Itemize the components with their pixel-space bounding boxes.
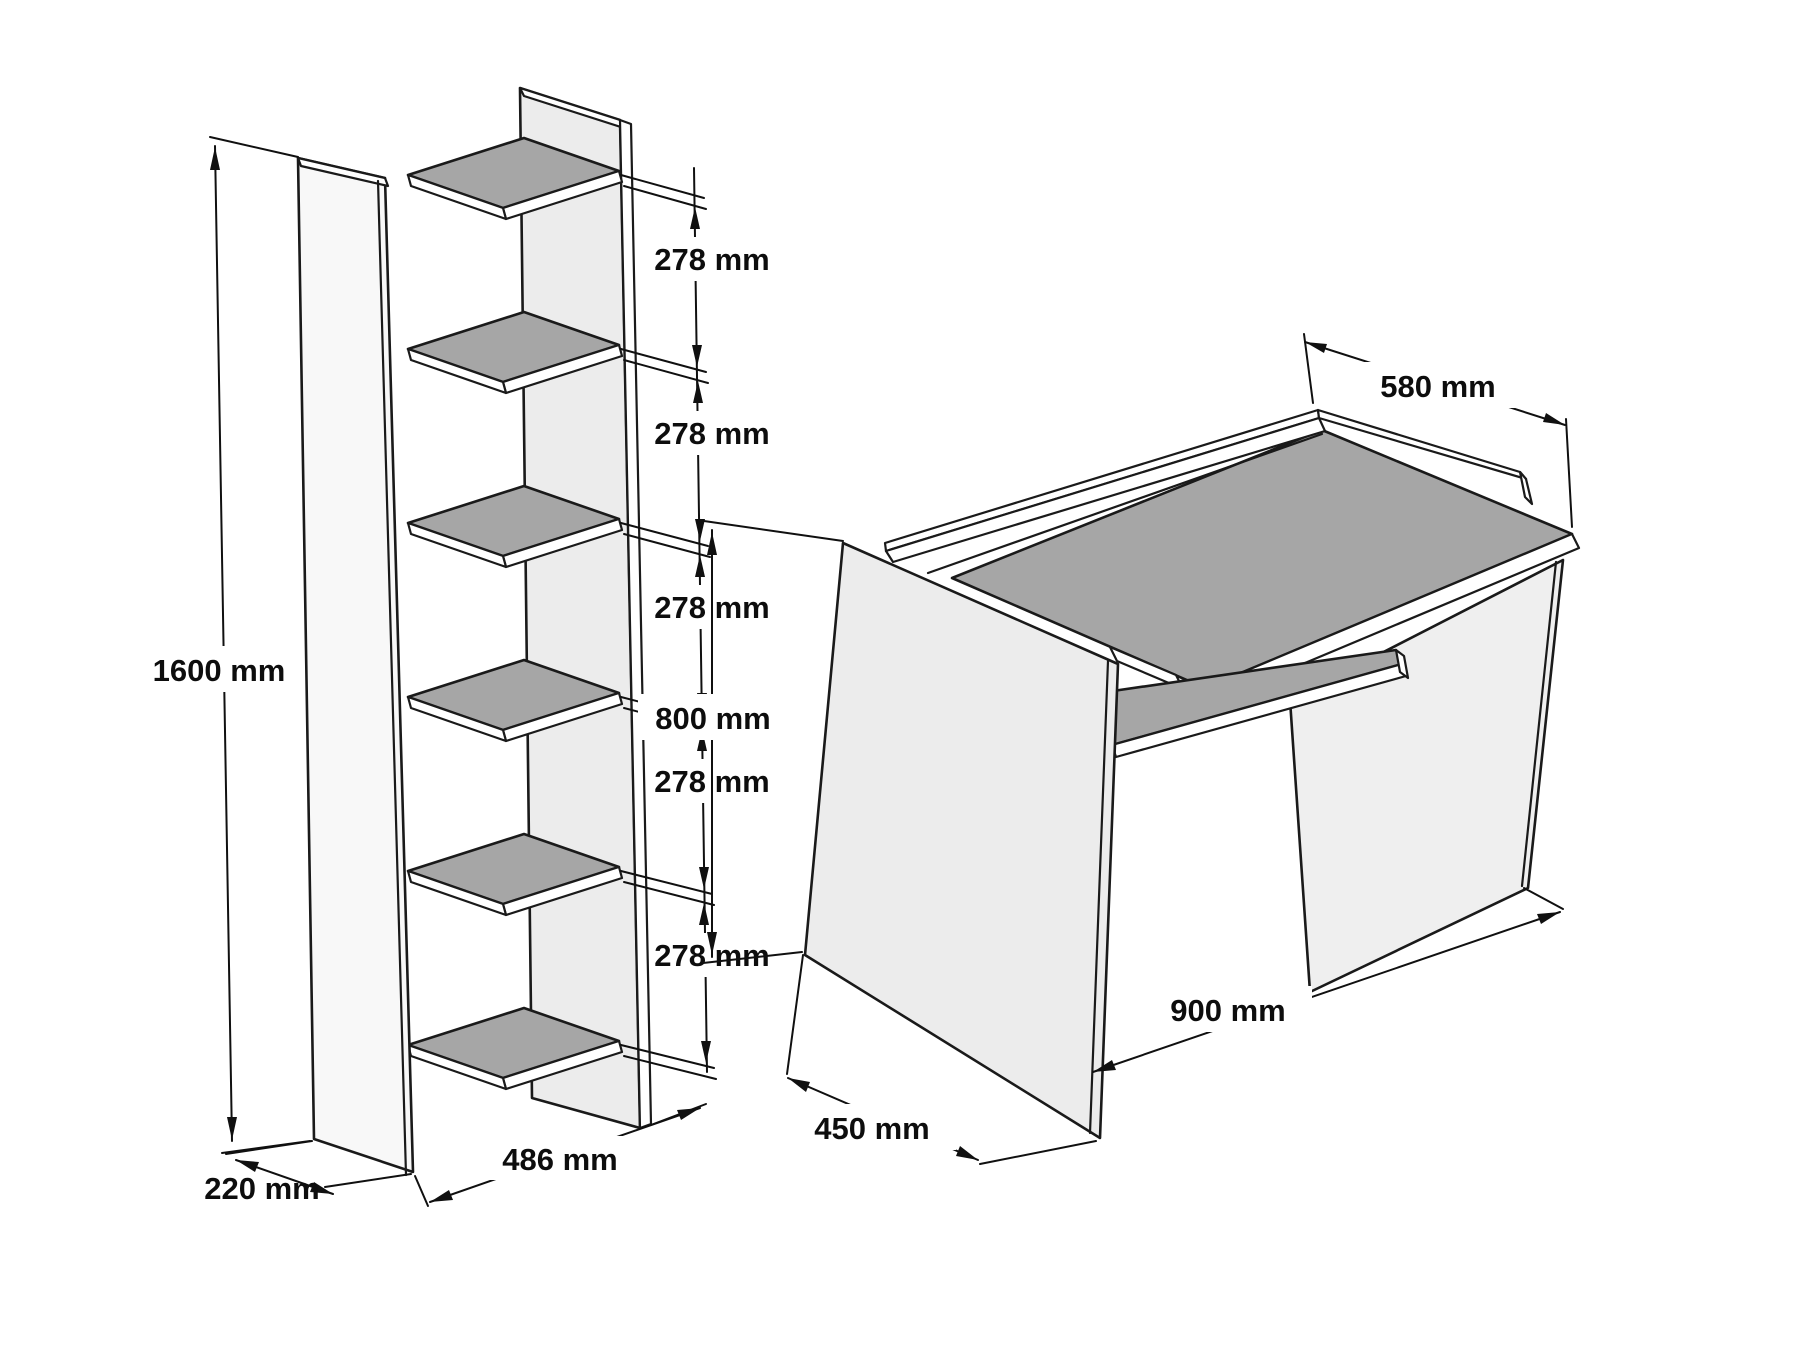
- shelf-side: [406, 695, 508, 743]
- shelf-side: [406, 521, 508, 569]
- arrowhead-down: [227, 1117, 237, 1140]
- desk-height-label: 800 mm: [655, 701, 770, 736]
- arrowhead-left: [1305, 342, 1327, 353]
- shelf-side: [406, 869, 508, 917]
- arrowhead-left: [430, 1190, 453, 1202]
- extension-line: [702, 951, 803, 964]
- arrowhead-down: [707, 932, 717, 955]
- extension-line: [1565, 418, 1573, 528]
- extension-line: [209, 136, 299, 158]
- desk-dimensions: 580 mm 800 mm 450 mm 900 mm: [638, 333, 1573, 1165]
- arrowhead-up: [707, 532, 717, 555]
- width-dimension-line: [1092, 911, 1561, 1073]
- bookshelf-left-panel-outer-face: [296, 156, 415, 1174]
- bookshelf-left-panel-top-edge: [296, 156, 390, 188]
- bookshelf-left-panel-front-edge-line: [376, 179, 408, 1177]
- desk-left-panel-front-edge-line: [1088, 659, 1110, 1135]
- label-background: [1352, 362, 1524, 408]
- bookshelf-width-label: 486 mm: [502, 1142, 617, 1177]
- extension-line: [1303, 333, 1314, 404]
- extension-line: [225, 1140, 313, 1155]
- extension-line: [979, 1140, 1097, 1165]
- arrowhead-right: [1537, 912, 1560, 924]
- arrowhead-right: [1543, 413, 1565, 425]
- height-dimension-line: [214, 145, 233, 1142]
- desk-keyboard-shelf-end: [1394, 648, 1410, 680]
- arrowhead-right: [677, 1108, 700, 1120]
- arrowhead-right: [956, 1146, 978, 1160]
- arrowhead-left: [788, 1078, 810, 1092]
- desk-drawing: [803, 408, 1581, 1140]
- extension-line: [786, 954, 804, 1075]
- desk-back-rail-face: [884, 416, 1327, 564]
- arrowhead-right: [310, 1182, 333, 1194]
- arrowhead-up: [210, 147, 220, 170]
- desk-left-panel-face: [803, 541, 1120, 1140]
- bookshelf-height-label: 1600 mm: [153, 653, 286, 688]
- desk-side-depth-label: 450 mm: [814, 1111, 929, 1146]
- arrowhead-left: [236, 1160, 259, 1172]
- label-background: [788, 1104, 956, 1150]
- shelf-side: [406, 347, 508, 395]
- extension-line: [703, 520, 844, 542]
- label-background: [478, 1136, 642, 1180]
- bookshelf-shelves: [406, 136, 624, 1091]
- extension-line: [414, 1175, 429, 1207]
- label-background: [1144, 986, 1312, 1032]
- label-background: [146, 646, 292, 692]
- desk-right-raised-edge-end: [1518, 470, 1534, 506]
- shelf-gap-label: 278 mm: [654, 242, 769, 277]
- label-background: [638, 694, 788, 740]
- shelf-gap-label: 278 mm: [654, 416, 769, 451]
- arrowhead-left: [1093, 1060, 1116, 1072]
- desk-right-panel-edge-line: [1520, 560, 1558, 888]
- desk-back-rail-bottom-line: [926, 432, 1324, 575]
- extension-line: [1523, 887, 1564, 910]
- shelf-side: [406, 173, 508, 221]
- desk-top-depth-label: 580 mm: [1380, 369, 1495, 404]
- bookshelf-depth-label: 220 mm: [204, 1171, 319, 1206]
- bookshelf-drawing: [296, 86, 653, 1177]
- extension-line: [324, 1173, 412, 1188]
- desk-width-label: 900 mm: [1170, 993, 1285, 1028]
